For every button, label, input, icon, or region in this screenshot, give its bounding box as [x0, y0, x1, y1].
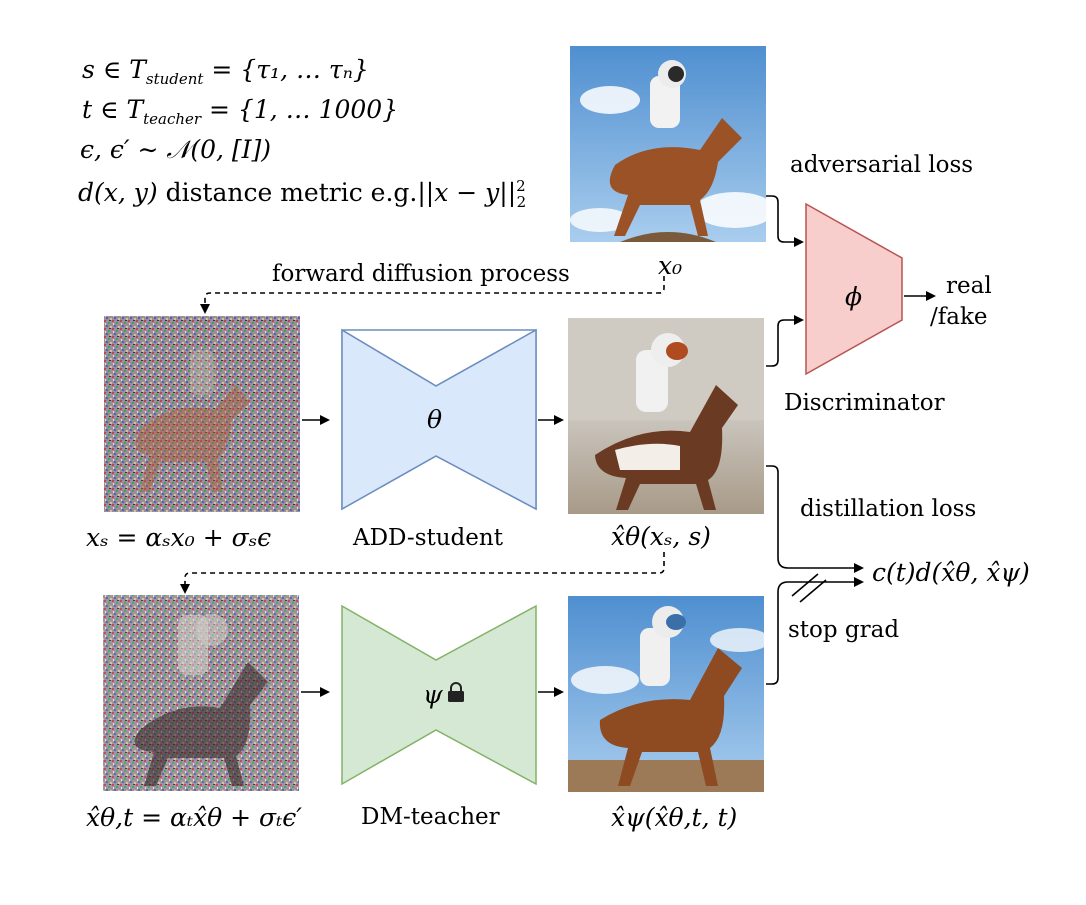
arrow-output-to-discriminator [766, 315, 804, 367]
arrows [180, 195, 936, 697]
lock-icon [448, 682, 464, 702]
label-x0: x₀ [658, 251, 682, 280]
image-teacher-output [568, 596, 770, 792]
arrow-teacher-to-distillation [766, 577, 864, 685]
real-label: real [946, 273, 992, 299]
definitions: s ∈ Tstudent = {τ₁, … τₙ} t ∈ Tteacher =… [78, 55, 526, 211]
student-network [341, 328, 537, 511]
stop-grad-tick-2 [799, 579, 827, 603]
discriminator-symbol: ϕ [845, 282, 862, 311]
student-name: ADD-student [352, 525, 504, 551]
arrow-student-to-distillation [766, 465, 864, 573]
def-line1-rest: = {τ₁, … τₙ} [203, 55, 368, 84]
discriminator-name: Discriminator [784, 390, 945, 416]
svg-text:s ∈ Tstudent = {τ₁, … τₙ}: s ∈ Tstudent = {τ₁, … τₙ} [82, 55, 369, 88]
def-line3: ϵ, ϵ′ ∼ 𝒩(0, [I]) [80, 135, 271, 164]
image-xs-noised [104, 316, 300, 512]
teacher-network [341, 604, 537, 786]
def-line4-sup: 2 [516, 177, 526, 195]
fake-label: /fake [930, 304, 988, 330]
def-line4-text: distance metric e.g. [158, 178, 418, 207]
label-noised: x̂θ,t = αₜx̂θ + σₜϵ′ [86, 803, 302, 832]
distillation-formula: c(t)d(x̂θ, x̂ψ) [872, 558, 1030, 587]
def-line1-sub: student [146, 70, 205, 88]
discriminator-network [805, 202, 903, 376]
def-line4-sub: 2 [517, 193, 527, 211]
forward-diffusion-label: forward diffusion process [272, 261, 570, 287]
image-noised-student-output [103, 595, 299, 791]
adversarial-loss-label: adversarial loss [790, 152, 973, 178]
def-line2: t ∈ T [82, 95, 145, 124]
def-line2-rest: = {1, … 1000} [201, 95, 398, 124]
distillation-loss-label: distillation loss [800, 496, 976, 522]
image-x0 [570, 46, 775, 242]
arrow-x0-to-discriminator [766, 195, 804, 247]
arrow-forward-diffusion [200, 276, 665, 314]
teacher-symbol: ψ [423, 680, 443, 709]
student-symbol: θ [427, 405, 442, 434]
image-student-output [568, 318, 764, 514]
arrow-renoise [180, 552, 665, 594]
label-student-output: x̂θ(xₛ, s) [611, 522, 711, 551]
stop-grad-label: stop grad [788, 617, 899, 643]
label-xs: xₛ = αₛx₀ + σₛϵ [86, 523, 271, 552]
svg-text:d(x, y) distance metric e.g.||: d(x, y) distance metric e.g.||x − y||22 [78, 177, 526, 211]
teacher-name: DM-teacher [361, 804, 500, 830]
stop-grad-tick-1 [791, 573, 819, 597]
svg-text:t ∈ Tteacher = {1, … 1000}: t ∈ Tteacher = {1, … 1000} [82, 95, 398, 128]
def-line4-math: d(x, y) [78, 178, 158, 207]
def-line4-norm: ||x − y|| [417, 178, 516, 208]
label-teacher-output: x̂ψ(x̂θ,t, t) [611, 803, 737, 832]
def-line1: s ∈ T [82, 55, 148, 84]
def-line2-sub: teacher [143, 110, 202, 128]
